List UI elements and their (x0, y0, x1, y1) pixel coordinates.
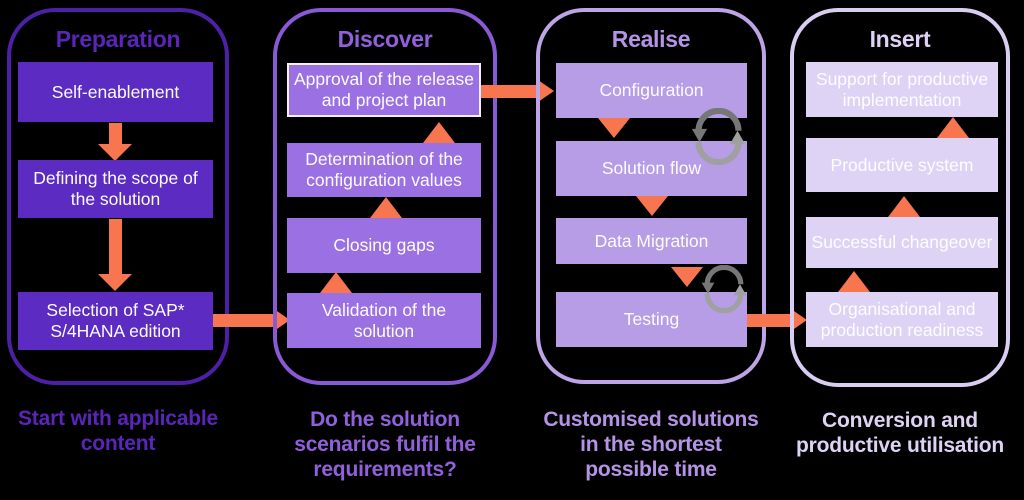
right-arrow-shaft (213, 314, 275, 327)
right-arrow-shaft (481, 85, 539, 98)
down-arrow-icon (598, 118, 630, 138)
step-box-testing: Testing (556, 292, 747, 347)
step-box-self-enablement: Self-enablement (18, 62, 213, 122)
step-box-solution-flow: Solution flow (556, 141, 747, 196)
down-arrow-icon (98, 274, 132, 291)
phase-caption-discover: Do the solution scenarios fulfil the req… (294, 408, 476, 481)
phase-container-realise (536, 8, 766, 384)
step-label: Self-enablement (51, 81, 180, 102)
phase-caption-insert: Conversion and productive utilisation (796, 409, 1004, 457)
step-label: Selection of SAP* S/4HANA edition (46, 300, 185, 341)
step-label: Data Migration (594, 230, 709, 251)
up-arrow-icon (838, 271, 870, 292)
step-box-determination-config: Determination of the configuration value… (287, 143, 481, 197)
step-label: Productive system (830, 154, 974, 175)
step-label: Closing gaps (333, 235, 435, 255)
down-arrow-icon (636, 196, 668, 216)
up-arrow-icon (370, 197, 402, 218)
right-arrow-icon (274, 309, 290, 331)
phase-title-discover: Discover (337, 26, 433, 52)
up-arrow-icon (423, 122, 455, 143)
step-box-support-implementation: Support for productive implementation (806, 62, 998, 117)
right-arrow-icon (538, 80, 554, 102)
step-box-organisational-readiness: Organisational and production readiness (806, 292, 998, 347)
step-box-approval-release: Approval of the release and project plan (287, 63, 481, 117)
down-arrow-shaft (109, 219, 122, 275)
phase-title-realise: Realise (611, 26, 691, 52)
step-label: Validation of the solution (321, 299, 447, 341)
right-arrow-shaft (747, 314, 793, 327)
step-label: Defining the scope of the solution (33, 168, 198, 209)
sync-cycle-icon (691, 108, 746, 165)
step-box-data-migration: Data Migration (556, 218, 747, 264)
step-box-selection-s4hana: Selection of SAP* S/4HANA edition (18, 292, 213, 350)
step-box-productive-system: Productive system (806, 138, 998, 192)
step-label: Approval of the release and project plan (294, 69, 474, 110)
step-box-successful-changeover: Successful changeover (806, 217, 998, 268)
up-arrow-icon (320, 272, 352, 293)
step-label: Successful changeover (811, 232, 993, 252)
step-label: Configuration (599, 80, 704, 100)
step-label: Support for productive implementation (815, 68, 989, 110)
phase-container-insert (790, 8, 1010, 387)
step-label: Determination of the configuration value… (305, 149, 463, 190)
step-label: Solution flow (601, 158, 702, 178)
phase-caption-preparation: Start with applicable content (17, 407, 218, 455)
right-arrow-icon (791, 309, 807, 331)
step-label: Testing (623, 309, 680, 329)
step-box-closing-gaps: Closing gaps (287, 218, 481, 273)
step-box-defining-scope: Defining the scope of the solution (18, 160, 213, 218)
up-arrow-icon (888, 196, 920, 217)
down-arrow-icon (98, 144, 132, 161)
sync-cycle-icon (701, 265, 747, 313)
down-arrow-shaft (109, 123, 122, 145)
down-arrow-icon (671, 267, 703, 287)
phase-container-discover (273, 8, 497, 385)
phase-title-insert: Insert (869, 26, 931, 52)
phase-container-preparation (7, 8, 229, 385)
up-arrow-icon (937, 117, 969, 138)
step-label: Organisational and production readiness (820, 298, 984, 340)
phase-caption-realise: Customised solutions in the shortest pos… (543, 408, 759, 481)
step-box-validation-solution: Validation of the solution (287, 293, 481, 348)
phase-title-preparation: Preparation (55, 26, 181, 52)
